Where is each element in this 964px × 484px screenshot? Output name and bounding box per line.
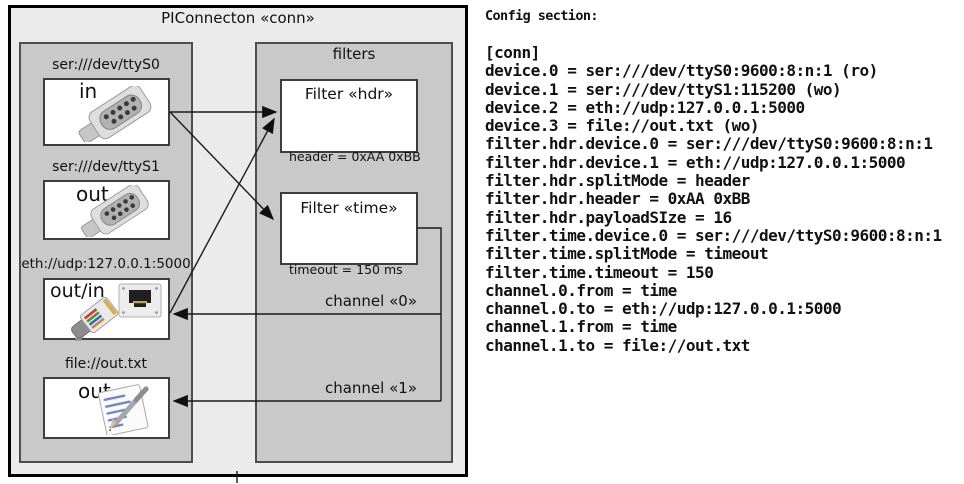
- device-box-ttys1: out: [43, 180, 170, 240]
- serial-connector-icon: [78, 86, 152, 142]
- port-direction-label: out/in: [50, 280, 105, 302]
- ethernet-plug-icon: [71, 297, 119, 341]
- notepad-icon: [97, 384, 149, 435]
- device-label-eth: eth://udp:127.0.0.1:5000: [21, 256, 191, 272]
- device-box-eth: out/in: [43, 278, 170, 341]
- port-direction-label: out: [76, 182, 109, 206]
- filter-param: timeout = 150 ms: [289, 262, 403, 277]
- filter-param: header = 0xAA 0xBB: [289, 149, 421, 164]
- config-heading: Config section:: [485, 8, 599, 24]
- device-label-ttys1: ser:///dev/ttyS1: [52, 159, 160, 175]
- ethernet-jack-icon: [118, 283, 162, 318]
- filter-title: Filter «hdr»: [304, 85, 394, 103]
- channel-0-label: channel «0»: [324, 292, 417, 310]
- diagram-title: PIConnecton «conn»: [161, 9, 315, 27]
- filters-panel-title: filters: [332, 45, 376, 63]
- filter-title: Filter «time»: [300, 199, 398, 217]
- device-label-ttys0: ser:///dev/ttyS0: [52, 57, 160, 73]
- device-box-ttys0: in: [43, 78, 170, 146]
- channel-1-label: channel «1»: [324, 379, 417, 397]
- device-box-file: out: [43, 377, 170, 439]
- port-direction-label: in: [79, 79, 98, 103]
- filter-box-hdr: Filter «hdr» header = 0xAA 0xBB payloadS…: [280, 79, 421, 215]
- filter-box-time: Filter «time» timeout = 150 ms: [280, 192, 418, 277]
- serial-connector-icon: [81, 185, 149, 237]
- config-lines: [conn] device.0 = ser:///dev/ttyS0:9600:…: [485, 43, 942, 355]
- device-label-file: file://out.txt: [64, 356, 148, 372]
